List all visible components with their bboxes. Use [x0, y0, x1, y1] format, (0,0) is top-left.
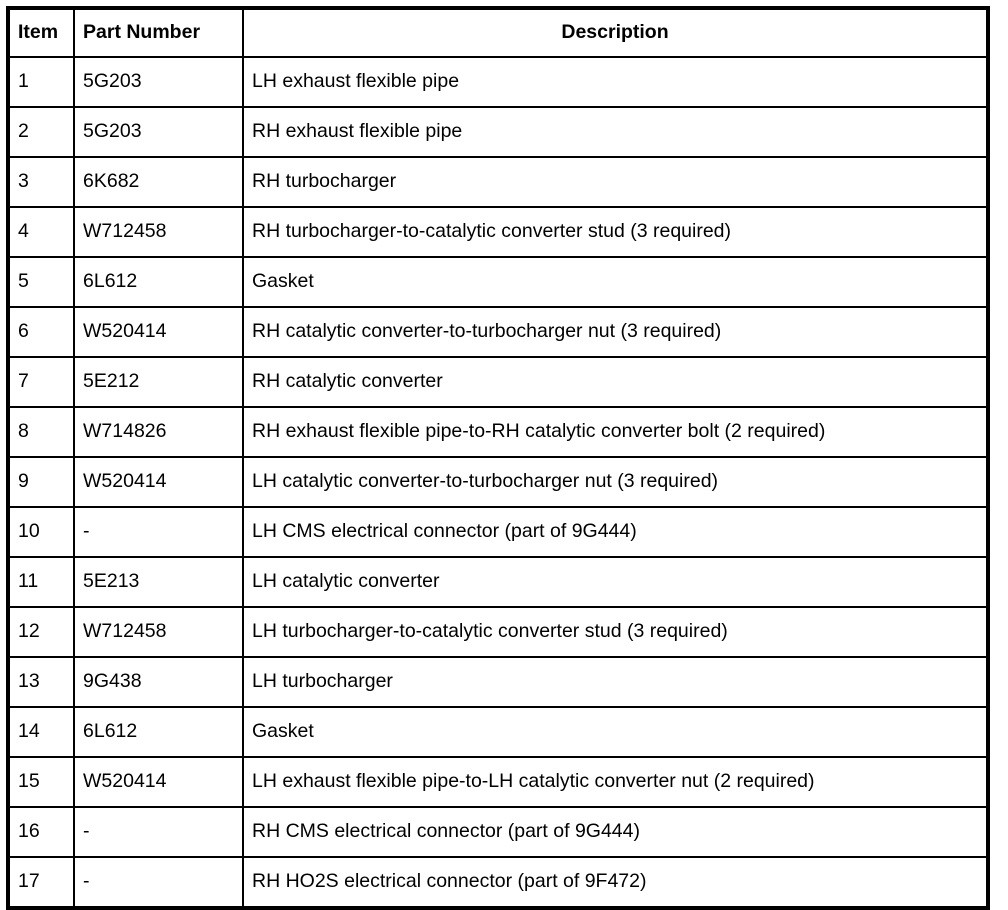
cell-item: 7	[7, 356, 75, 408]
cell-description: RH catalytic converter-to-turbocharger n…	[242, 306, 989, 358]
cell-description: LH catalytic converter-to-turbocharger n…	[242, 456, 989, 508]
cell-part-number: 5G203	[73, 56, 244, 108]
cell-item: 12	[7, 606, 75, 658]
cell-description: LH exhaust flexible pipe	[242, 56, 989, 108]
cell-part-number: 9G438	[73, 656, 244, 708]
table-row: 17-RH HO2S electrical connector (part of…	[7, 856, 989, 909]
column-header-part-number: Part Number	[73, 7, 244, 58]
cell-part-number: -	[73, 856, 244, 909]
cell-item: 13	[7, 656, 75, 708]
cell-part-number: -	[73, 806, 244, 858]
cell-item: 6	[7, 306, 75, 358]
cell-description: LH exhaust flexible pipe-to-LH catalytic…	[242, 756, 989, 808]
cell-description: RH exhaust flexible pipe-to-RH catalytic…	[242, 406, 989, 458]
cell-description: RH turbocharger-to-catalytic converter s…	[242, 206, 989, 258]
cell-part-number: 5E213	[73, 556, 244, 608]
cell-description: LH turbocharger	[242, 656, 989, 708]
table-header-row: Item Part Number Description	[7, 7, 989, 58]
cell-part-number: W712458	[73, 606, 244, 658]
cell-part-number: W712458	[73, 206, 244, 258]
cell-part-number: W714826	[73, 406, 244, 458]
cell-item: 10	[7, 506, 75, 558]
cell-item: 15	[7, 756, 75, 808]
column-header-item: Item	[7, 7, 75, 58]
cell-item: 2	[7, 106, 75, 158]
cell-description: LH turbocharger-to-catalytic converter s…	[242, 606, 989, 658]
cell-item: 5	[7, 256, 75, 308]
cell-description: Gasket	[242, 256, 989, 308]
cell-item: 4	[7, 206, 75, 258]
cell-part-number: 5E212	[73, 356, 244, 408]
table-header: Item Part Number Description	[7, 7, 989, 58]
table-row: 16-RH CMS electrical connector (part of …	[7, 806, 989, 858]
cell-part-number: -	[73, 506, 244, 558]
cell-description: LH catalytic converter	[242, 556, 989, 608]
cell-part-number: W520414	[73, 756, 244, 808]
cell-description: RH HO2S electrical connector (part of 9F…	[242, 856, 989, 909]
cell-part-number: 5G203	[73, 106, 244, 158]
table-row: 10-LH CMS electrical connector (part of …	[7, 506, 989, 558]
cell-description: RH CMS electrical connector (part of 9G4…	[242, 806, 989, 858]
cell-part-number: 6L612	[73, 706, 244, 758]
cell-description: RH catalytic converter	[242, 356, 989, 408]
cell-description: RH turbocharger	[242, 156, 989, 208]
cell-item: 16	[7, 806, 75, 858]
cell-item: 14	[7, 706, 75, 758]
cell-description: LH CMS electrical connector (part of 9G4…	[242, 506, 989, 558]
cell-part-number: W520414	[73, 306, 244, 358]
column-header-description: Description	[242, 7, 989, 58]
cell-item: 1	[7, 56, 75, 108]
cell-description: RH exhaust flexible pipe	[242, 106, 989, 158]
cell-item: 9	[7, 456, 75, 508]
cell-item: 3	[7, 156, 75, 208]
cell-item: 8	[7, 406, 75, 458]
cell-part-number: 6L612	[73, 256, 244, 308]
cell-item: 17	[7, 856, 75, 909]
cell-description: Gasket	[242, 706, 989, 758]
cell-part-number: W520414	[73, 456, 244, 508]
cell-item: 11	[7, 556, 75, 608]
cell-part-number: 6K682	[73, 156, 244, 208]
